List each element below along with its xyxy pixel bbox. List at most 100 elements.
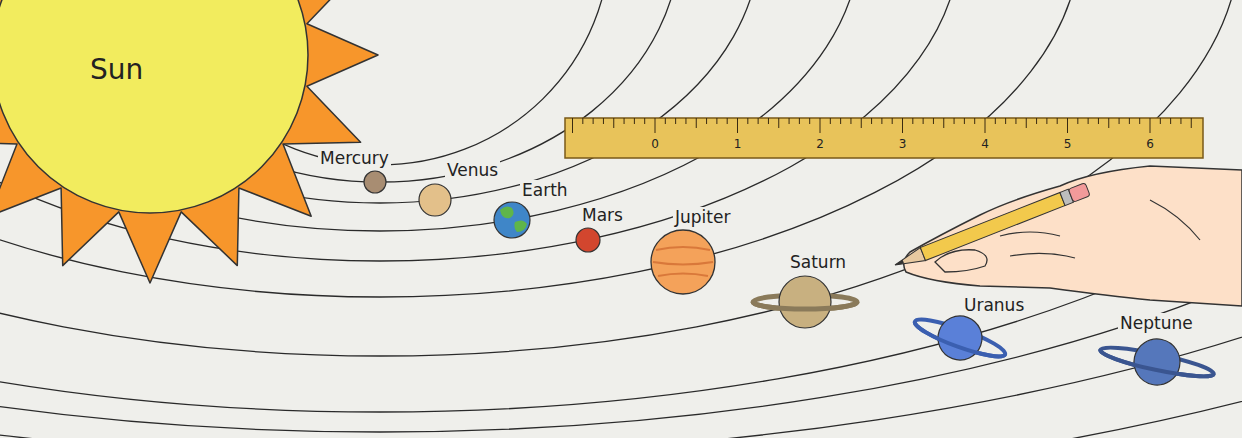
earth-planet <box>494 202 530 238</box>
ruler-tick <box>727 118 728 124</box>
planet-name: Jupiter <box>673 207 732 227</box>
ruler-tick <box>789 118 790 124</box>
neptune-group <box>1095 327 1218 396</box>
sun-label: Sun <box>90 53 143 86</box>
sun-shape <box>0 0 310 215</box>
ruler-tick <box>1026 118 1027 128</box>
hand-with-pencil <box>892 166 1242 306</box>
ruler-ticks <box>573 118 1192 133</box>
ruler-tick <box>1077 118 1078 124</box>
ruler-tick <box>593 118 594 124</box>
planet-name: Uranus <box>962 295 1026 315</box>
ruler-tick <box>644 118 645 124</box>
ruler-tick <box>799 118 800 124</box>
ruler-tick <box>1067 118 1068 133</box>
ruler-tick <box>850 118 851 124</box>
ruler-tick <box>933 118 934 124</box>
ruler-number: 0 <box>651 134 659 154</box>
ruler-number: 6 <box>1146 134 1154 154</box>
ruler-tick <box>892 118 893 124</box>
ruler-tick <box>902 118 903 133</box>
sun-circle: Sun <box>0 0 310 215</box>
ruler-tick <box>1015 118 1016 124</box>
ruler-tick <box>871 118 872 124</box>
ruler-tick <box>1057 118 1058 124</box>
ruler-tick <box>881 118 882 124</box>
jupiter-planet <box>651 230 715 294</box>
ruler-tick <box>1108 118 1109 128</box>
hand <box>904 166 1242 306</box>
ruler-tick <box>995 118 996 124</box>
ruler-number: 1 <box>734 134 742 154</box>
ruler-number: 3 <box>899 134 907 154</box>
finger-lines <box>1000 200 1200 258</box>
ruler-tick <box>624 118 625 124</box>
ruler-tick <box>985 118 986 133</box>
planet-name: Mars <box>580 205 625 225</box>
planet-name: Mercury <box>318 148 391 168</box>
ruler-tick <box>1036 118 1037 124</box>
ruler-tick <box>820 118 821 133</box>
ruler-tick <box>706 118 707 124</box>
ruler-tick <box>572 118 573 133</box>
ruler-tick <box>603 118 604 124</box>
ruler-tick <box>696 118 697 128</box>
ruler-tick <box>1139 118 1140 124</box>
ruler-tick <box>778 118 779 128</box>
planet-name: Earth <box>520 180 570 200</box>
ruler-tick <box>964 118 965 124</box>
mars-planet <box>576 228 600 252</box>
venus-planet <box>419 184 451 216</box>
planet-name: Saturn <box>788 252 848 272</box>
ruler-tick <box>675 118 676 124</box>
ruler <box>565 118 1203 158</box>
ruler-tick <box>912 118 913 124</box>
ruler-tick <box>1191 118 1192 128</box>
ruler-body <box>565 118 1203 158</box>
ruler-number: 5 <box>1064 134 1072 154</box>
ruler-tick <box>974 118 975 124</box>
saturn-ring-front <box>753 302 857 309</box>
ruler-tick <box>943 118 944 128</box>
jupiter-bands <box>653 247 713 276</box>
ruler-number: 4 <box>981 134 989 154</box>
sun-disc <box>0 0 308 213</box>
ruler-tick <box>840 118 841 124</box>
orbit-line <box>0 0 1240 356</box>
ruler-tick <box>923 118 924 124</box>
ruler-tick <box>1098 118 1099 124</box>
ruler-tick <box>582 118 583 124</box>
ruler-tick <box>655 118 656 133</box>
ruler-tick <box>954 118 955 124</box>
ruler-tick <box>665 118 666 124</box>
ruler-tick <box>1088 118 1089 124</box>
ruler-tick <box>830 118 831 124</box>
ruler-number: 2 <box>816 134 824 154</box>
ruler-tick <box>1150 118 1151 133</box>
ruler-tick <box>861 118 862 128</box>
planet-name: Venus <box>445 160 500 180</box>
ruler-tick <box>613 118 614 128</box>
saturn-planet <box>779 276 831 328</box>
planet-name: Neptune <box>1118 313 1195 333</box>
ruler-tick <box>737 118 738 133</box>
ruler-tick <box>716 118 717 124</box>
mercury-planet <box>364 171 386 193</box>
ruler-tick <box>1119 118 1120 124</box>
ruler-tick <box>1129 118 1130 124</box>
ruler-tick <box>747 118 748 124</box>
ruler-tick <box>1046 118 1047 124</box>
ruler-tick <box>1160 118 1161 124</box>
earth-land <box>500 206 527 232</box>
ruler-tick <box>1180 118 1181 124</box>
thumb <box>935 250 987 272</box>
orbit-line <box>0 0 1242 412</box>
ruler-tick <box>758 118 759 124</box>
orbit-line <box>0 0 860 231</box>
pencil <box>892 183 1090 272</box>
